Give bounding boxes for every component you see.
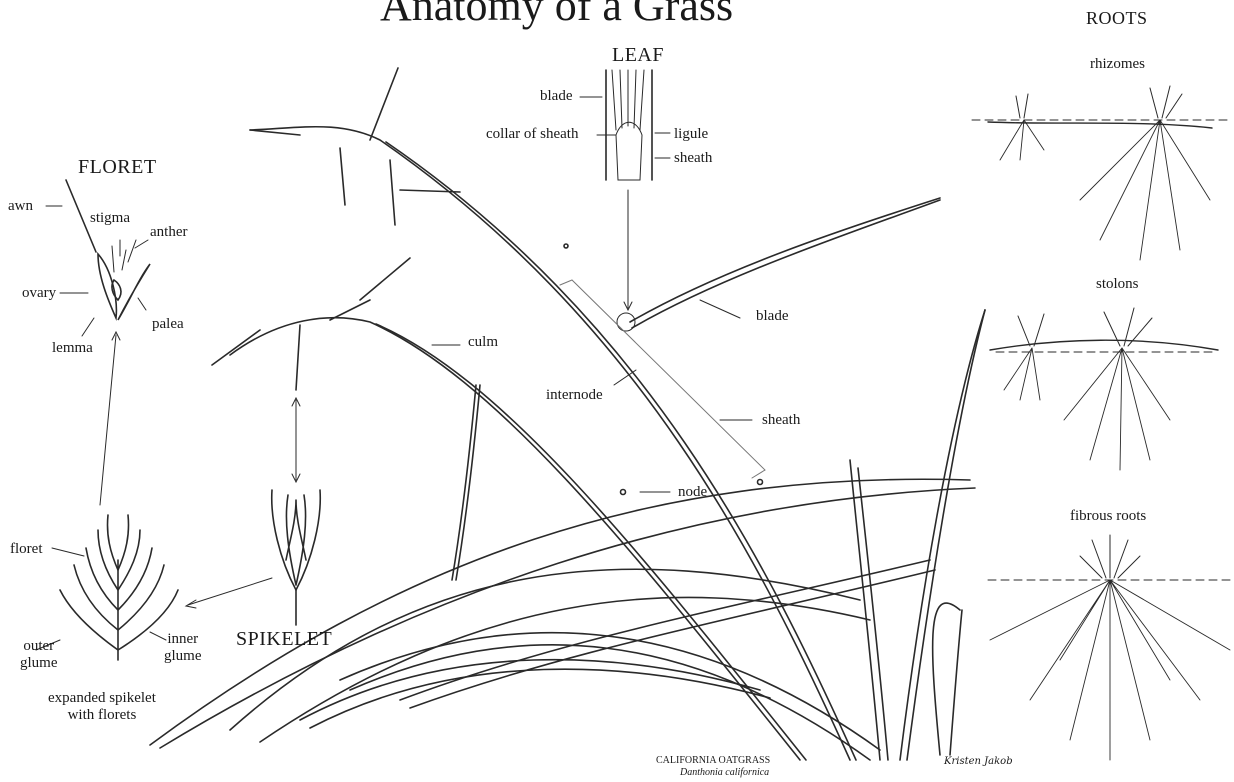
floret-heading: FLORET (78, 156, 157, 179)
label-awn: awn (8, 198, 33, 215)
caption-latin: Danthonia californica (680, 767, 769, 778)
leaf-heading: LEAF (612, 44, 664, 67)
spikelet-heading: SPIKELET (236, 628, 332, 651)
label-outer-glume: outer glume (20, 638, 58, 671)
label-ligule: ligule (674, 126, 708, 143)
label-rhizomes: rhizomes (1090, 56, 1145, 73)
leaf-blade-10 (410, 570, 935, 708)
label-lemma: lemma (52, 340, 93, 357)
label-inner-glume: inner glume (164, 631, 202, 664)
artist-signature: Kristen Jakob (944, 756, 1013, 767)
label-blade: blade (756, 308, 788, 325)
label-node: node (678, 484, 707, 501)
label-collar: collar of sheath (486, 126, 578, 143)
label-sheath: sheath (762, 412, 800, 429)
label-anther: anther (150, 224, 187, 241)
leaf-blade-9 (400, 560, 930, 700)
label-stolons: stolons (1096, 276, 1139, 293)
culm-upper (250, 127, 850, 760)
upright-blade-1 (900, 310, 985, 760)
hanging-blade-2 (456, 385, 480, 580)
roots-heading: ROOTS (1086, 8, 1148, 29)
leaf-blade-2 (160, 488, 975, 748)
label-leaf-sheath: sheath (674, 150, 712, 167)
label-leaf-blade: blade (540, 88, 572, 105)
label-palea: palea (152, 316, 184, 333)
hanging-blade (452, 385, 476, 580)
label-fibrous-roots: fibrous roots (1070, 508, 1146, 525)
upright-blade-4 (850, 460, 880, 760)
label-culm: culm (468, 334, 498, 351)
diagram-title: Anatomy of a Grass (380, 0, 733, 31)
upright-blade-2 (907, 310, 985, 760)
upright-blade-6 (950, 610, 962, 755)
label-stigma: stigma (90, 210, 130, 227)
label-floret: floret (10, 541, 42, 558)
label-internode: internode (546, 387, 603, 404)
label-expanded-spikelet: expanded spikelet with florets (48, 690, 156, 723)
upright-blade-5 (858, 468, 888, 760)
caption-name: CALIFORNIA OATGRASS (656, 755, 770, 766)
label-ovary: ovary (22, 285, 56, 302)
